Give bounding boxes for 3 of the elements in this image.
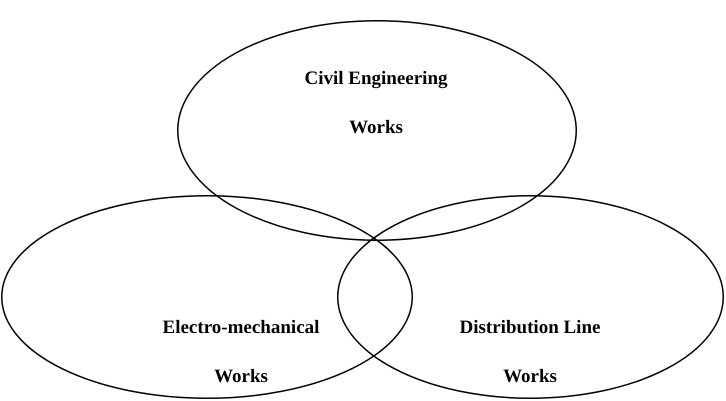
venn-label: Distribution Line Works xyxy=(458,316,602,389)
venn-label: Civil Engineering Works xyxy=(303,67,449,140)
venn-label: Electro-mechanical Works xyxy=(162,316,320,389)
